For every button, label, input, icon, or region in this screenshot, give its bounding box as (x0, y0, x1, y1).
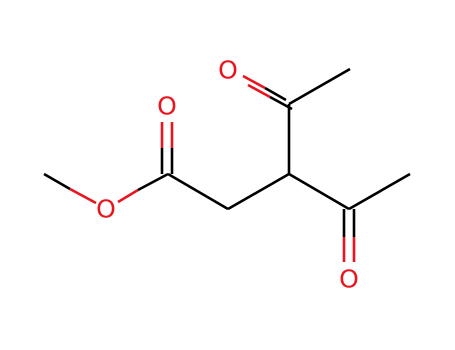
bond-top-co-double-b-black (269, 95, 293, 111)
bond-methyl-o-ester-black (43, 172, 71, 191)
bond-top-acetyl-methyl (288, 67, 351, 106)
atom-o-carbonyl-left: O (157, 92, 177, 121)
bond-carbonyl-ch2 (167, 172, 229, 211)
bond-top-co-double-a-black (264, 86, 287, 102)
bond-bottom-acetyl-methyl (348, 172, 411, 211)
atom-o-acetyl-top: O (218, 56, 238, 85)
bond-ch2-ch (227, 172, 290, 211)
bond-o-ester-carbonyl-black (137, 172, 169, 192)
atom-o-ester: O (96, 195, 116, 224)
bond-ch-bottom-acetyl (288, 172, 350, 211)
bond-o-ester-carbonyl-red (117, 188, 139, 204)
bond-top-co-double-a-red (242, 74, 266, 90)
bond-methyl-o-ester-red (69, 187, 97, 205)
bond-top-co-double-b-red (247, 83, 271, 99)
atom-o-acetyl-bottom: O (339, 265, 359, 294)
